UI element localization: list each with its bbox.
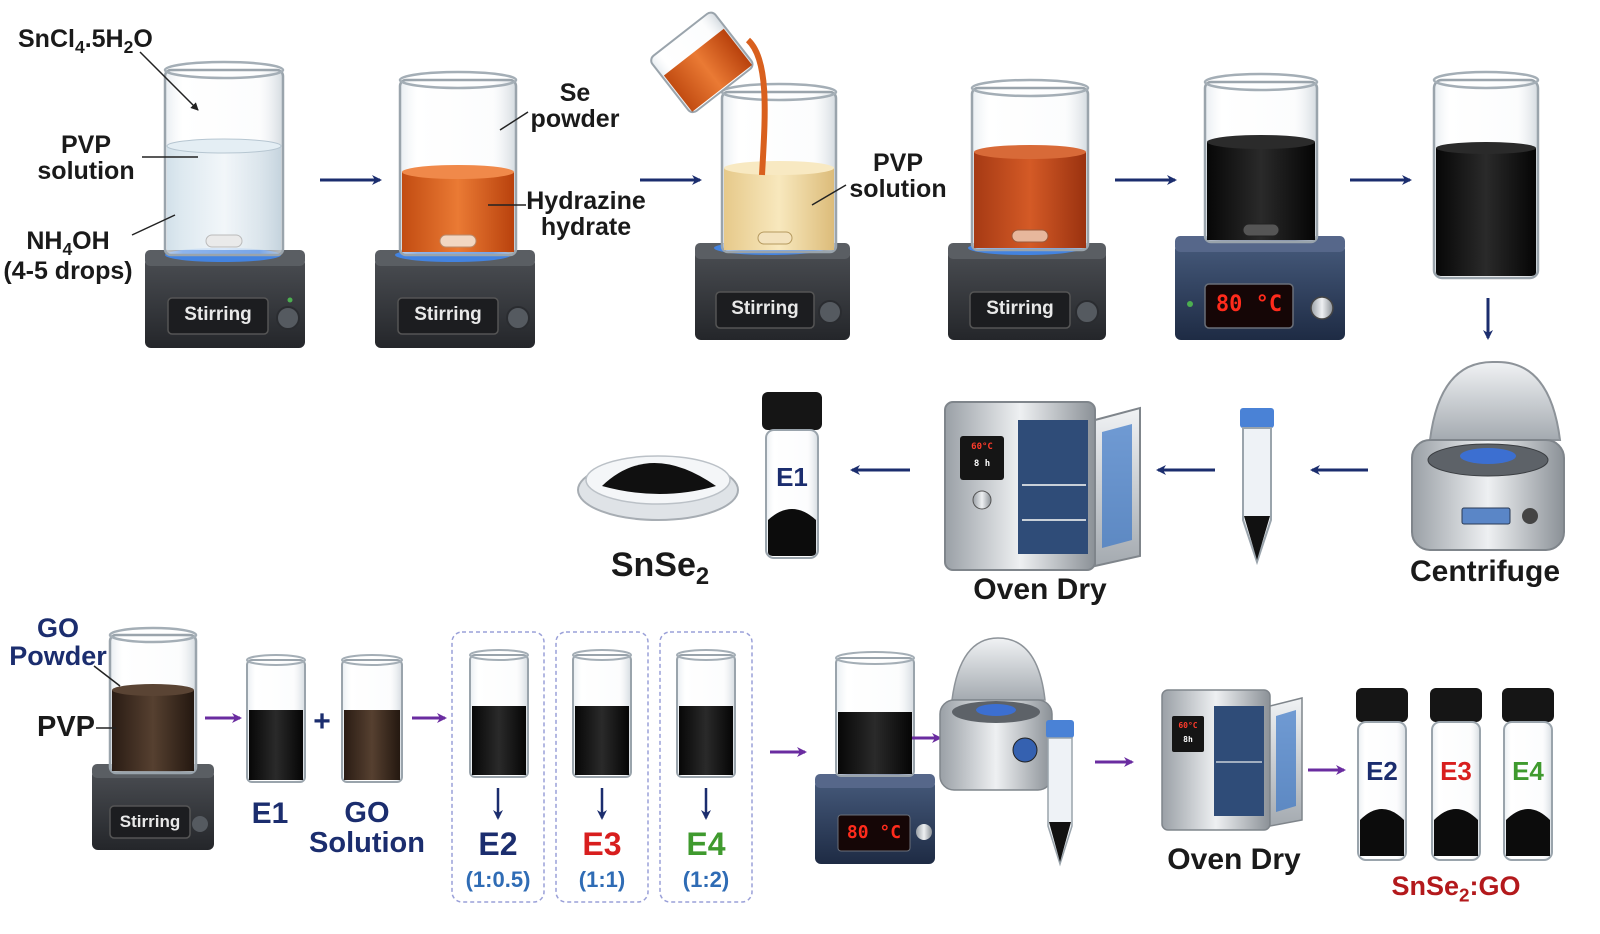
display-temperature-2: 80 °C	[846, 822, 902, 843]
petri-dish	[577, 455, 739, 521]
vial-e1	[762, 392, 822, 559]
beaker-go-solution	[341, 654, 403, 783]
heater-station	[1175, 72, 1345, 340]
label-snse2: SnSe2	[610, 546, 710, 590]
display-stirring-1: Stirring	[184, 304, 252, 325]
label-e2: E2	[478, 826, 518, 862]
label-centrifuge: Centrifuge	[1410, 555, 1560, 588]
stirrer-station-4	[948, 78, 1106, 340]
heater-station-2	[815, 651, 935, 864]
display-temperature-1: 80 °C	[1215, 292, 1283, 317]
stirrer-station-2	[375, 70, 535, 348]
display-stirring-3: Stirring	[731, 298, 799, 319]
precipitate-beaker	[1432, 70, 1540, 280]
oven-2-display-time: 8h	[1183, 735, 1193, 744]
label-vial-e2: E2	[1366, 756, 1398, 786]
stirrer-station-1	[131, 51, 305, 348]
label-ratio-e4: (1:2)	[682, 867, 730, 892]
label-e3: E3	[582, 826, 622, 862]
sample-box-e3	[555, 631, 649, 903]
oven-1-display-time: 8 h	[973, 459, 991, 469]
label-vial-e3: E3	[1440, 756, 1472, 786]
vials-snse2-go	[1356, 688, 1554, 861]
oven-1	[944, 401, 1141, 571]
label-pvp: PVP	[36, 711, 96, 743]
sample-box-e4	[659, 631, 753, 903]
label-plus: +	[313, 705, 331, 738]
centrifuge-tube	[1240, 408, 1274, 566]
oven-1-display-temp: 60°C	[971, 442, 993, 452]
centrifuge-tube-2	[1046, 720, 1074, 867]
label-sncl4: SnCl4.5H2O	[18, 25, 153, 57]
label-vial-e4: E4	[1512, 756, 1544, 786]
centrifuge-machine-2	[939, 637, 1053, 791]
label-e1: E1	[251, 797, 289, 830]
label-ratio-e3: (1:1)	[578, 867, 626, 892]
display-stirring-2: Stirring	[414, 304, 482, 325]
oven-2-display-temp: 60°C	[1178, 721, 1198, 730]
stirrer-station-3	[650, 11, 850, 340]
label-e4: E4	[686, 826, 726, 862]
display-stirring-4: Stirring	[986, 298, 1054, 319]
display-stirring-5: Stirring	[119, 812, 181, 831]
centrifuge-machine	[1411, 360, 1565, 551]
sample-box-e2	[451, 631, 545, 903]
label-vial-e1: E1	[776, 462, 808, 492]
label-snse2-go: SnSe2:GO	[1391, 871, 1521, 907]
label-ratio-e2: (1:0.5)	[465, 867, 531, 892]
label-oven-dry-1: Oven Dry	[973, 573, 1107, 606]
oven-2	[1161, 689, 1303, 831]
beaker-e1	[246, 654, 306, 783]
label-nh4oh: NH4OH(4-5 drops)	[3, 227, 133, 286]
label-oven-dry-2: Oven Dry	[1167, 843, 1301, 876]
stirrer-station-go	[92, 626, 214, 850]
